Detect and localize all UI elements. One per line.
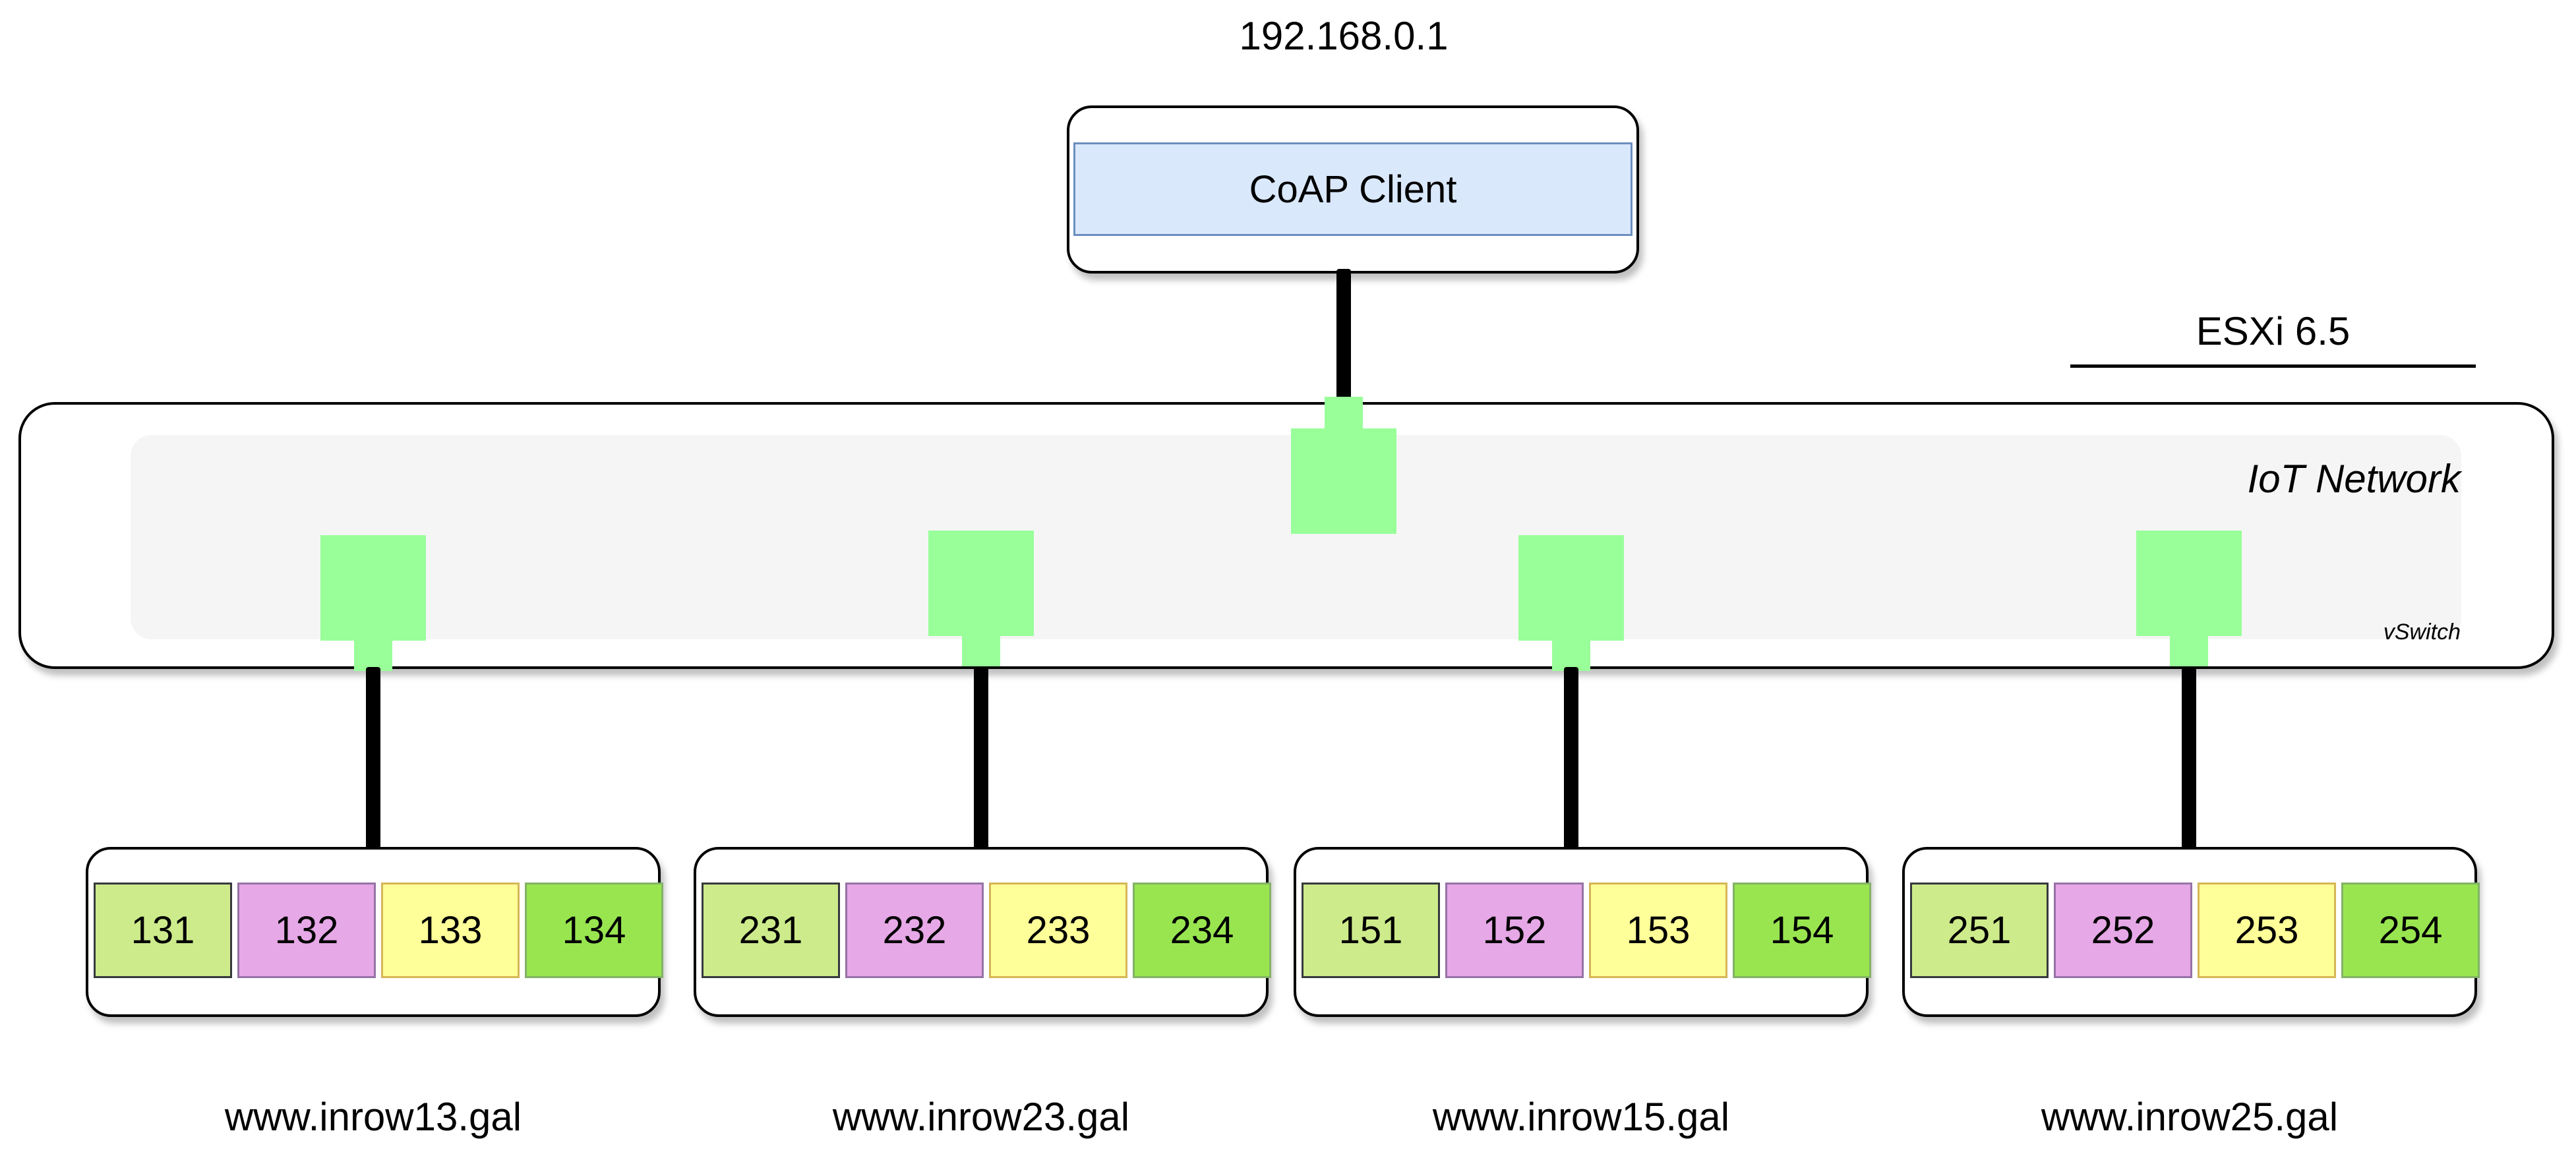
client-ip-label: 192.168.0.1 [1239,14,1449,58]
device-cell[interactable]: 151 [1302,883,1440,978]
coap-client-label: CoAP Client [1073,142,1632,236]
host-port-2[interactable] [928,531,1034,636]
host-name-4: www.inrow25.gal [2041,1095,2339,1139]
esxi-underline [2070,364,2476,368]
client-link [1336,269,1351,407]
device-cell[interactable]: 254 [2341,883,2480,978]
host-link-4 [2182,667,2196,852]
coap-client-node[interactable]: CoAP Client [1067,105,1639,274]
device-cell[interactable]: 233 [989,883,1127,978]
host-node-3[interactable]: 151 152 153 154 [1294,847,1871,1017]
device-cell[interactable]: 133 [381,883,520,978]
device-cell[interactable]: 153 [1589,883,1727,978]
device-cell[interactable]: 152 [1445,883,1584,978]
device-cell[interactable]: 134 [525,883,663,978]
device-cell[interactable]: 253 [2198,883,2336,978]
host-name-1: www.inrow13.gal [224,1095,522,1139]
device-cell[interactable]: 251 [1910,883,2049,978]
device-cell[interactable]: 131 [94,883,232,978]
host-link-1 [366,667,380,852]
vswitch-label: vSwitch [2383,620,2461,645]
host-port-4-tab [2170,633,2208,666]
device-cell[interactable]: 234 [1133,883,1271,978]
iot-network-label: IoT Network [2247,457,2461,501]
device-cell[interactable]: 231 [702,883,840,978]
esxi-label: ESXi 6.5 [2196,309,2351,353]
host-link-2 [974,667,988,852]
device-cell[interactable]: 154 [1733,883,1871,978]
host-node-2[interactable]: 231 232 233 234 [694,847,1271,1017]
host-name-2: www.inrow23.gal [832,1095,1130,1139]
host-node-4[interactable]: 251 252 253 254 [1902,847,2480,1017]
host-name-3: www.inrow15.gal [1432,1095,1730,1139]
host-port-2-tab [962,633,1000,666]
host-node-1[interactable]: 131 132 133 134 [86,847,663,1017]
host-port-1[interactable] [320,535,426,641]
host-link-3 [1564,667,1578,852]
uplink-port[interactable] [1291,428,1396,534]
device-cell[interactable]: 252 [2054,883,2192,978]
host-port-4[interactable] [2136,531,2242,636]
host-port-1-tab [354,638,392,671]
uplink-port-tab [1325,397,1363,430]
device-cell[interactable]: 132 [237,883,376,978]
host-port-3-tab [1552,638,1590,671]
host-port-3[interactable] [1518,535,1624,641]
device-cell[interactable]: 232 [845,883,984,978]
